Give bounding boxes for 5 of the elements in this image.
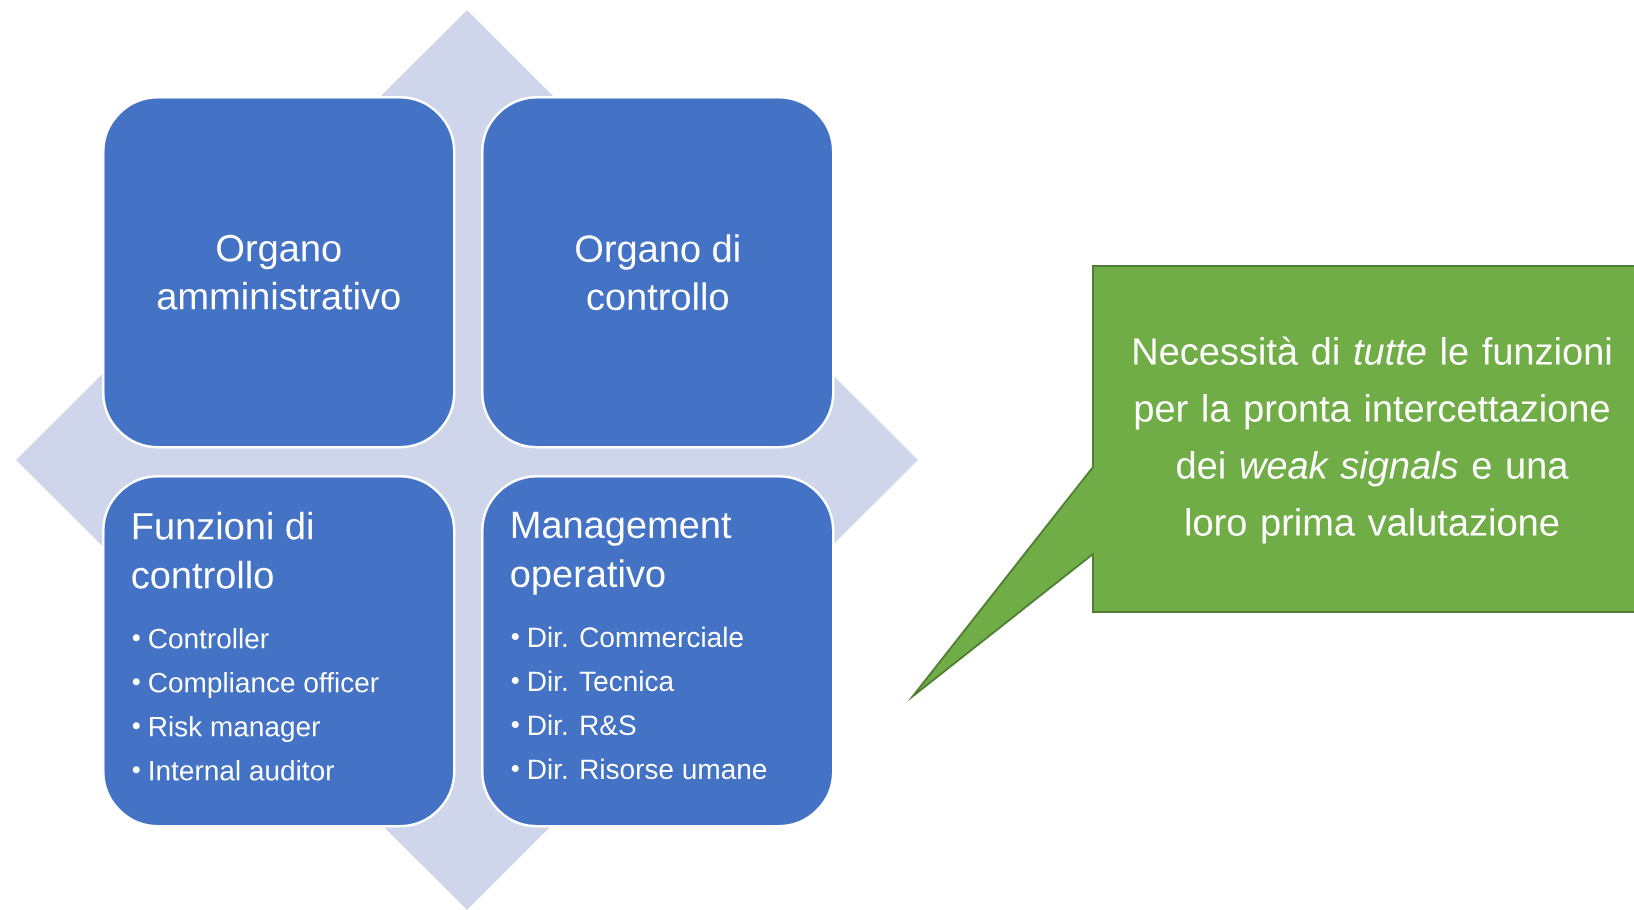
- rounded-box: Funzioni di controllo Controller Compliance officer Risk manager Internal auditor: [102, 475, 456, 828]
- rounded-box: Management operativo Dir. Commerciale Dir. Tecnica Dir. R&S Dir. Risorse umane: [481, 475, 835, 828]
- callout-box: Necessità di tutte le funzioni per la pronta intercettazione dei weak signals e una loro prima valutazione: [907, 265, 1634, 702]
- rounded-box: Organo amministrativo: [102, 96, 456, 449]
- rounded-box: Organo di controllo: [481, 96, 835, 449]
